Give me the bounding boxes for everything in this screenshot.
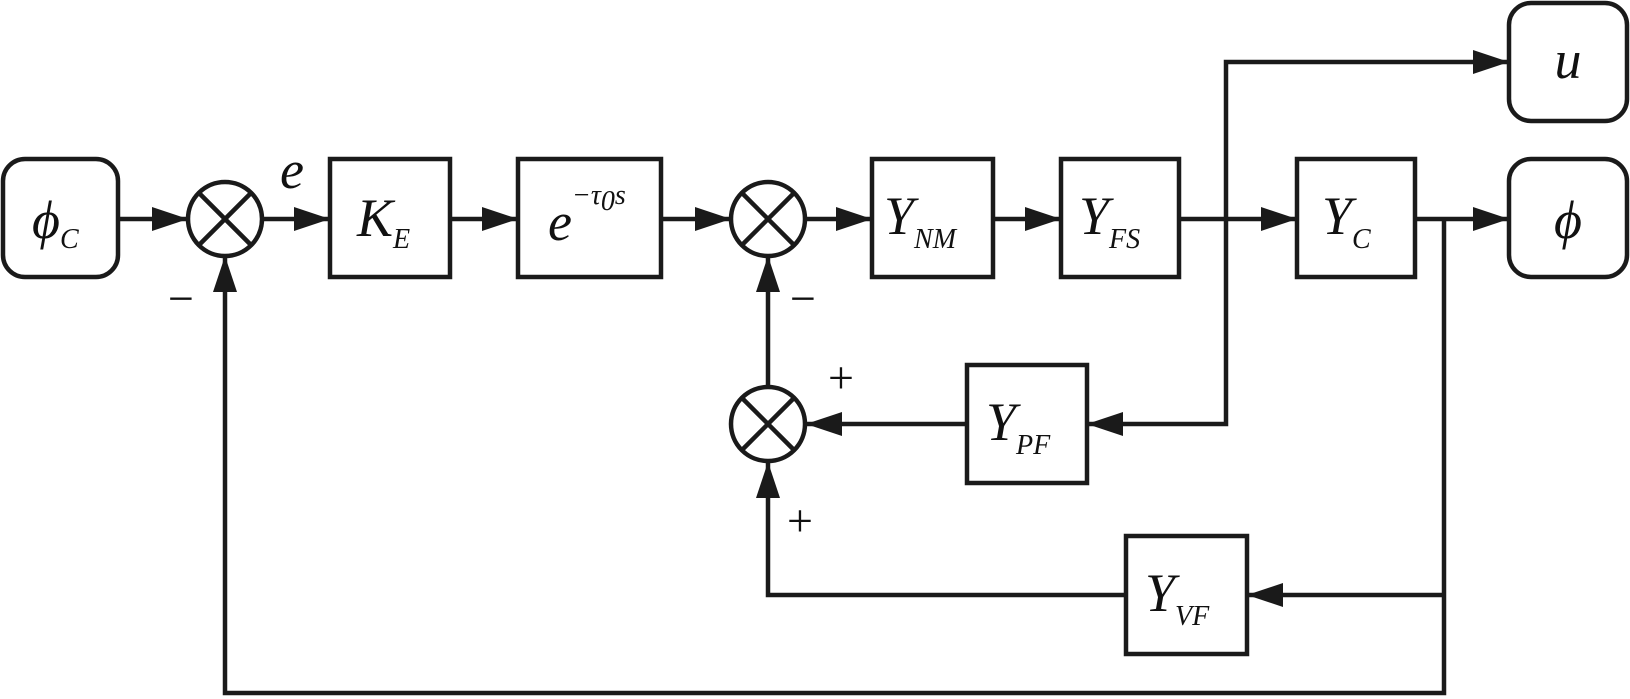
arrow-into-sum3 [806, 412, 842, 436]
svg-text:YVF: YVF [1145, 563, 1210, 632]
ke-subscript: E [392, 224, 410, 255]
block-ynm: YNM [869, 156, 996, 280]
arrow-up-into-sum1 [213, 256, 237, 292]
inner-feedback-minus: − [790, 273, 816, 324]
terminal-u: u [1506, 0, 1630, 124]
block-yvf: YVF [1123, 533, 1250, 657]
arrow-into-yfs [1025, 207, 1061, 231]
signal-lines [118, 59, 1509, 696]
arrow-into-sum2 [695, 207, 731, 231]
outer-feedback-minus: − [168, 273, 194, 324]
arrow-into-ynm [836, 207, 872, 231]
arrow-up-into-sum2 [756, 256, 780, 292]
svg-text:KE: KE [356, 188, 410, 255]
block-yfs: YFS [1058, 156, 1182, 280]
line-branch-to-ypf [1087, 219, 1229, 427]
svg-text:YNM: YNM [884, 186, 958, 255]
yc-main: Y [1322, 186, 1357, 246]
input-subscript: C [60, 224, 79, 255]
input-symbol: ϕ [32, 190, 60, 250]
yc-subscript: C [1352, 224, 1371, 255]
line-branch-to-u [1223, 59, 1509, 219]
yfs-subscript: FS [1108, 224, 1140, 255]
arrow-up-into-sum3 [756, 462, 780, 498]
pf-plus-sign: + [828, 352, 854, 403]
yvf-main: Y [1145, 563, 1180, 623]
arrow-into-output [1473, 207, 1509, 231]
delay-exponent-tail: s [615, 180, 626, 211]
svg-text:e−τ0s: e−τ0s [548, 180, 626, 252]
svg-text:YPF: YPF [986, 392, 1051, 461]
block-delay: e−τ0s [515, 156, 664, 280]
summing-junction-3 [728, 384, 808, 464]
ke-main: K [356, 188, 396, 248]
line-yvf-to-sum3 [765, 462, 1126, 598]
arrow-into-yc [1261, 207, 1297, 231]
block-yc: YC [1294, 156, 1418, 280]
delay-base: e [548, 192, 572, 252]
summing-junction-2 [728, 179, 808, 259]
output-symbol: ϕ [1554, 190, 1582, 250]
terminal-output: ϕ [1506, 156, 1630, 280]
ypf-subscript: PF [1015, 430, 1051, 461]
block-ke: KE [327, 156, 453, 280]
arrow-into-yvf [1247, 583, 1283, 607]
block-ypf: YPF [964, 362, 1090, 486]
summing-junction-1 [185, 179, 265, 259]
ypf-main: Y [986, 392, 1021, 452]
delay-exponent: −τ [572, 180, 602, 211]
error-signal-label: e [280, 140, 304, 200]
arrowheads [152, 50, 1509, 607]
vf-plus-sign: + [787, 495, 813, 546]
arrow-into-delay [482, 207, 518, 231]
u-symbol: u [1555, 30, 1582, 90]
arrow-into-ke [294, 207, 330, 231]
svg-text:YC: YC [1322, 186, 1371, 255]
arrow-into-u [1473, 50, 1509, 74]
terminal-input: ϕC [0, 156, 121, 280]
arrow-into-sum1 [152, 207, 188, 231]
delay-exponent-subscript: 0 [601, 186, 615, 217]
line-outer-feedback [222, 219, 1447, 696]
svg-text:YFS: YFS [1079, 186, 1140, 255]
arrow-into-ypf [1087, 412, 1123, 436]
ynm-main: Y [884, 186, 919, 246]
yvf-subscript: VF [1175, 601, 1210, 632]
yfs-main: Y [1079, 186, 1114, 246]
ynm-subscript: NM [913, 224, 958, 255]
svg-text:ϕC: ϕC [32, 190, 79, 255]
